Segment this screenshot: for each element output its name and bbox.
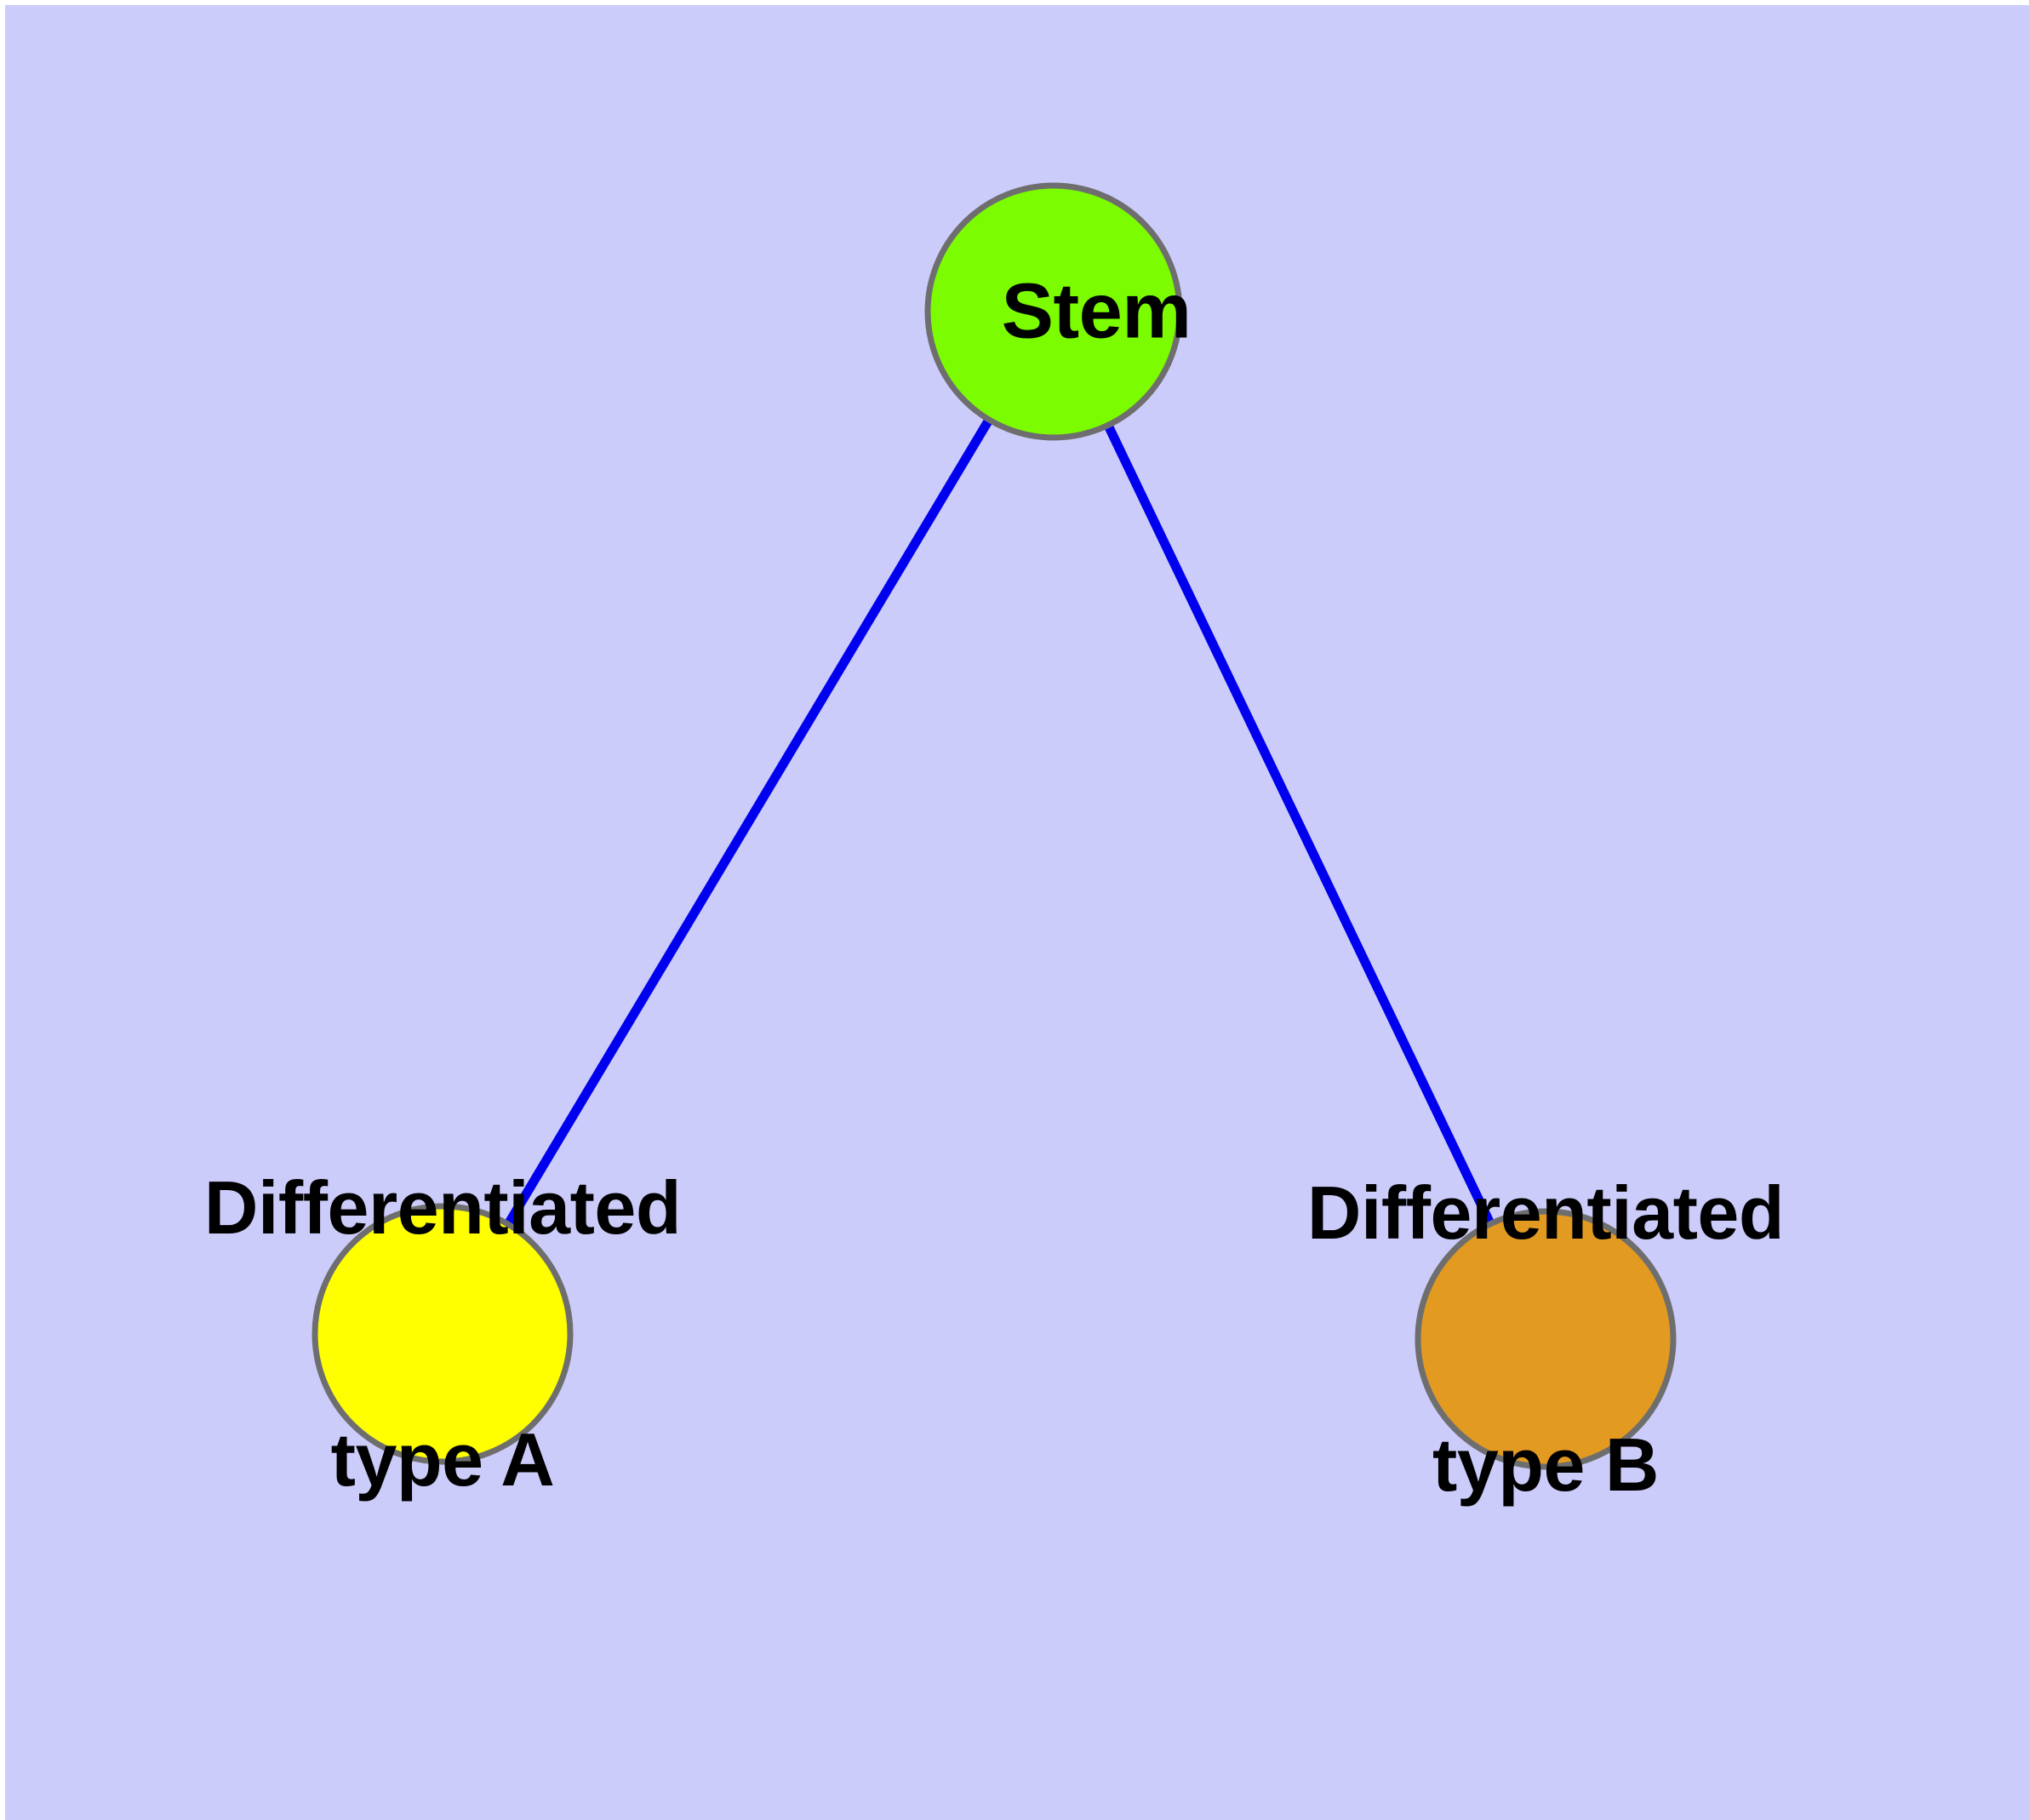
node-layer bbox=[311, 182, 1677, 1470]
edge-stem-to-diff-a[interactable] bbox=[505, 418, 992, 1226]
node-diff-a-circle[interactable] bbox=[311, 1203, 574, 1465]
node-diff-b-circle[interactable] bbox=[1415, 1208, 1677, 1470]
edge-stem-to-diff-b[interactable] bbox=[1104, 424, 1495, 1225]
edge-layer bbox=[505, 418, 1495, 1226]
node-stem-circle[interactable] bbox=[924, 182, 1183, 441]
